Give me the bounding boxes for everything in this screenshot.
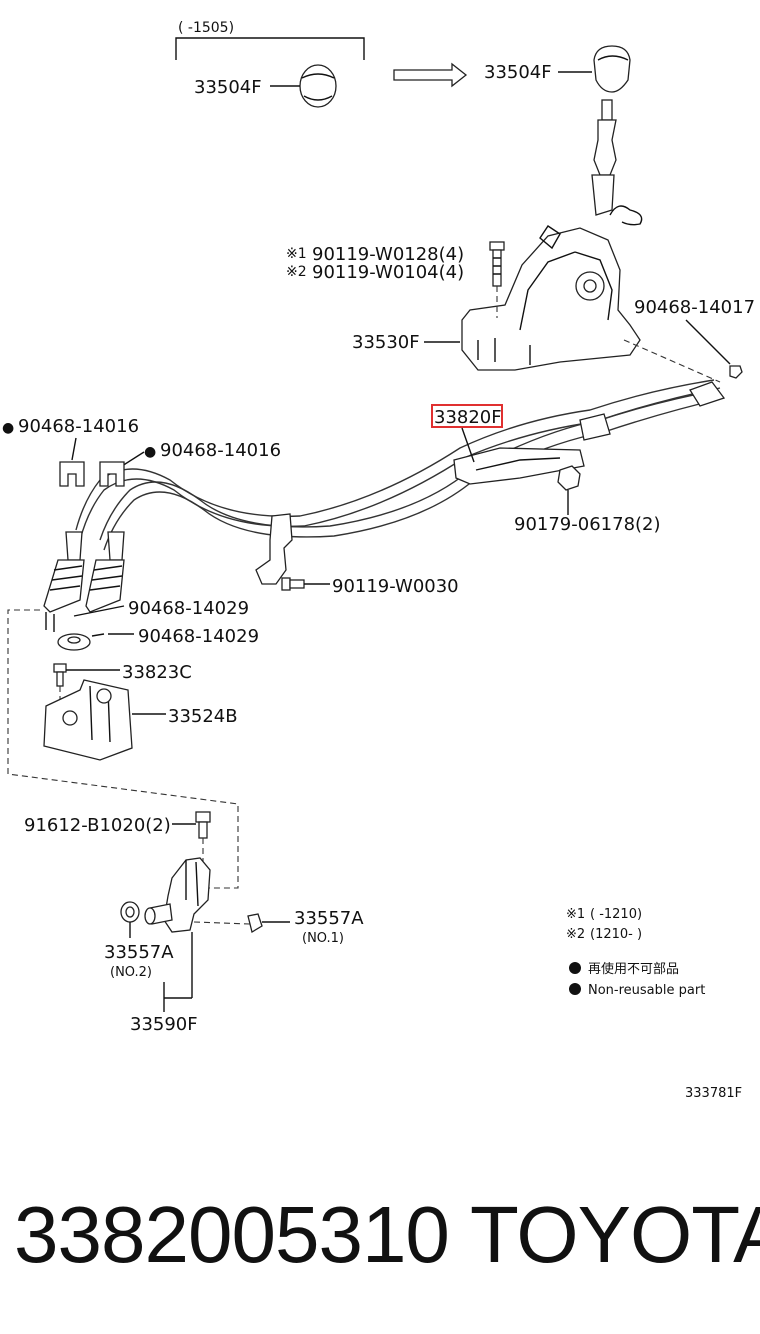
transmission-lever[interactable] [144,857,211,933]
bushing-no2-part[interactable] [120,901,140,923]
cable-assy-highlight[interactable]: 33820F [431,404,503,428]
clip-right-part[interactable] [729,365,743,379]
note2-mark: ※2 [566,927,585,942]
label-bracket-bolt: 33823C [122,662,192,683]
label-shift-lever-housing: 33530F [352,332,420,353]
nonreusable-mark-a: ● [2,420,14,436]
label-clip-left-b: 90468-14016 [160,440,281,461]
legend-bullet-en [569,983,581,995]
shift-cable-assembly[interactable] [75,379,726,585]
label-bushing-no1-sub: (NO.1) [302,931,344,946]
legend-en: Non-reusable part [588,983,705,998]
legend-bullet-jp [569,962,581,974]
label-bracket: 33524B [168,706,238,727]
note1-text: ( -1210) [590,907,642,922]
housing-bolt[interactable] [489,241,505,318]
shift-lever[interactable] [591,99,643,226]
label-clip-29a: 90468-14029 [128,598,249,619]
footer: 3382005310 TOYOTA [0,1185,760,1285]
cable-end-left[interactable] [43,531,125,632]
note1-mark: ※1 [566,907,585,922]
label-knob-new: 33504F [484,62,552,83]
shift-knob-old[interactable] [270,64,337,108]
label-cable-assy: 33820F [434,407,502,428]
bolt-b1020-part[interactable] [195,811,211,866]
label-lever-sub: 33590F [130,1014,198,1035]
range-label-1505: ( -1505) [178,20,234,36]
label-clip-29b: 90468-14029 [138,626,259,647]
shift-lever-housing[interactable] [461,225,641,371]
range-bracket-1505: ( -1505) [175,20,365,60]
label-nut: 90179-06178(2) [514,514,661,535]
bushing-no1-part[interactable] [247,913,263,934]
label-bolt-b1020: 91612-B1020(2) [24,815,171,836]
bolt-note2-mark: ※2 [286,264,307,280]
drawing-code: 333781F [685,1086,742,1101]
footer-part-number: 3382005310 [14,1190,450,1279]
label-bolt-note2: 90119-W0104(4) [312,262,464,283]
cable-nut[interactable] [557,465,581,491]
label-knob-old: 33504F [194,77,262,98]
replacement-arrow [393,62,468,88]
label-clip-right: 90468-14017 [634,297,755,318]
clip-left-a-part[interactable] [59,461,85,487]
note2-text: (1210- ) [590,927,642,942]
label-bushing-no2: 33557A [104,942,174,963]
label-bushing-no1: 33557A [294,908,364,929]
label-bolt-note1: 90119-W0128(4) [312,244,464,265]
legend-jp: 再使用不可部品 [588,961,679,977]
clip-left-b-part[interactable] [99,461,125,487]
shift-knob-new[interactable] [593,45,631,93]
cable-bracket[interactable] [43,679,133,761]
bolt-note1-mark: ※1 [286,246,307,262]
label-clip-left-a: 90468-14016 [18,416,139,437]
bolt-w0030-part[interactable] [281,577,305,591]
label-bolt-w0030: 90119-W0030 [332,576,459,597]
label-bushing-no2-sub: (NO.2) [110,965,152,980]
footer-brand: TOYOTA [470,1190,760,1279]
nonreusable-mark-b: ● [144,444,156,460]
washer-29b[interactable] [57,633,91,651]
